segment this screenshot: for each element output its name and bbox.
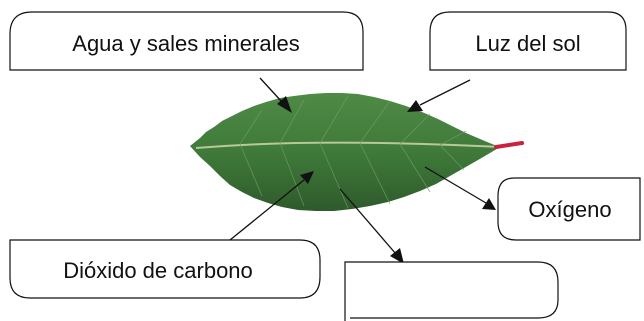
arrow-sunlight: [407, 79, 471, 112]
arrow-carbon-dioxide: [229, 171, 314, 241]
label-box-water-minerals: Agua y sales minerales: [9, 11, 364, 71]
arrow-oxygen: [424, 166, 496, 210]
arrow-water-minerals: [259, 77, 292, 113]
label-water-minerals: Agua y sales minerales: [72, 31, 299, 56]
leaf-midrib: [195, 141, 501, 149]
leaf-blade: [190, 93, 500, 211]
label-box-carbon-dioxide: Dióxido de carbono: [9, 239, 321, 299]
arrow-blank: [339, 188, 404, 264]
leaf-petiole: [494, 141, 524, 149]
leaf-veins: [239, 95, 467, 209]
label-box-oxygen: Oxígeno: [497, 177, 641, 241]
label-box-blank: [344, 261, 559, 321]
label-carbon-dioxide: Dióxido de carbono: [63, 258, 253, 283]
label-oxygen: Oxígeno: [528, 197, 611, 222]
label-sunlight: Luz del sol: [475, 31, 580, 56]
label-box-sunlight: Luz del sol: [429, 11, 627, 71]
leaf-illustration: [190, 93, 524, 211]
